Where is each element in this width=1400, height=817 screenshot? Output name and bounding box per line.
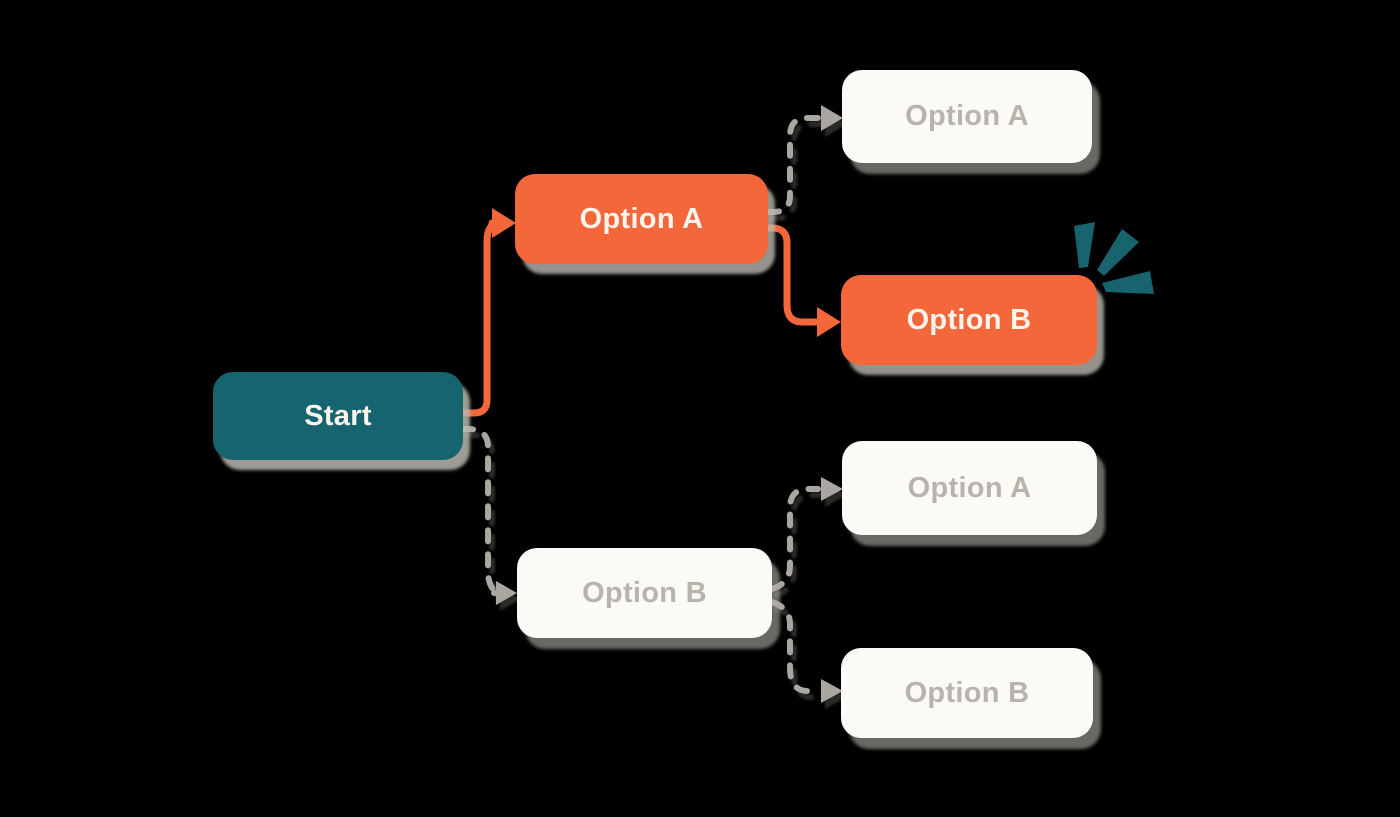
edge-option-a1-to-option-a2 (765, 115, 821, 215)
arrowhead-icon (821, 477, 843, 501)
node-label: Option A (907, 471, 1032, 504)
node-label: Option B (906, 303, 1032, 336)
node-label: Start (304, 399, 372, 432)
selected-edges (458, 208, 841, 417)
node-start: Start (213, 372, 463, 460)
node-option-a-selected: Option A (515, 174, 768, 264)
node-label: Option A (905, 100, 1029, 132)
edge-start-to-option-a1 (458, 219, 504, 417)
node-label: Option A (579, 202, 704, 235)
edge-start-to-option-b2 (459, 426, 506, 596)
node-label: Option B (582, 576, 707, 609)
node-option-b-selected: Option B (841, 275, 1097, 365)
arrowhead-icon (496, 581, 517, 605)
node-option-a-unselected-mid: Option A (842, 441, 1097, 535)
emphasis-burst-icon (1074, 222, 1154, 294)
arrowhead-icon (821, 105, 843, 131)
node-option-a-unselected-top: Option A (842, 70, 1092, 163)
node-option-b-unselected-left: Option B (517, 548, 772, 638)
node-label: Option B (904, 676, 1030, 709)
arrowhead-icon (821, 679, 843, 703)
arrowhead-icon (817, 307, 841, 337)
edge-option-b2-to-option-b3 (769, 599, 821, 694)
edge-option-a1-to-option-b1 (764, 224, 820, 326)
node-option-b-unselected-bottom: Option B (841, 648, 1093, 738)
dashed-edges (459, 105, 843, 703)
arrowhead-icon (492, 208, 516, 238)
edge-option-b2-to-option-a3 (769, 486, 821, 592)
